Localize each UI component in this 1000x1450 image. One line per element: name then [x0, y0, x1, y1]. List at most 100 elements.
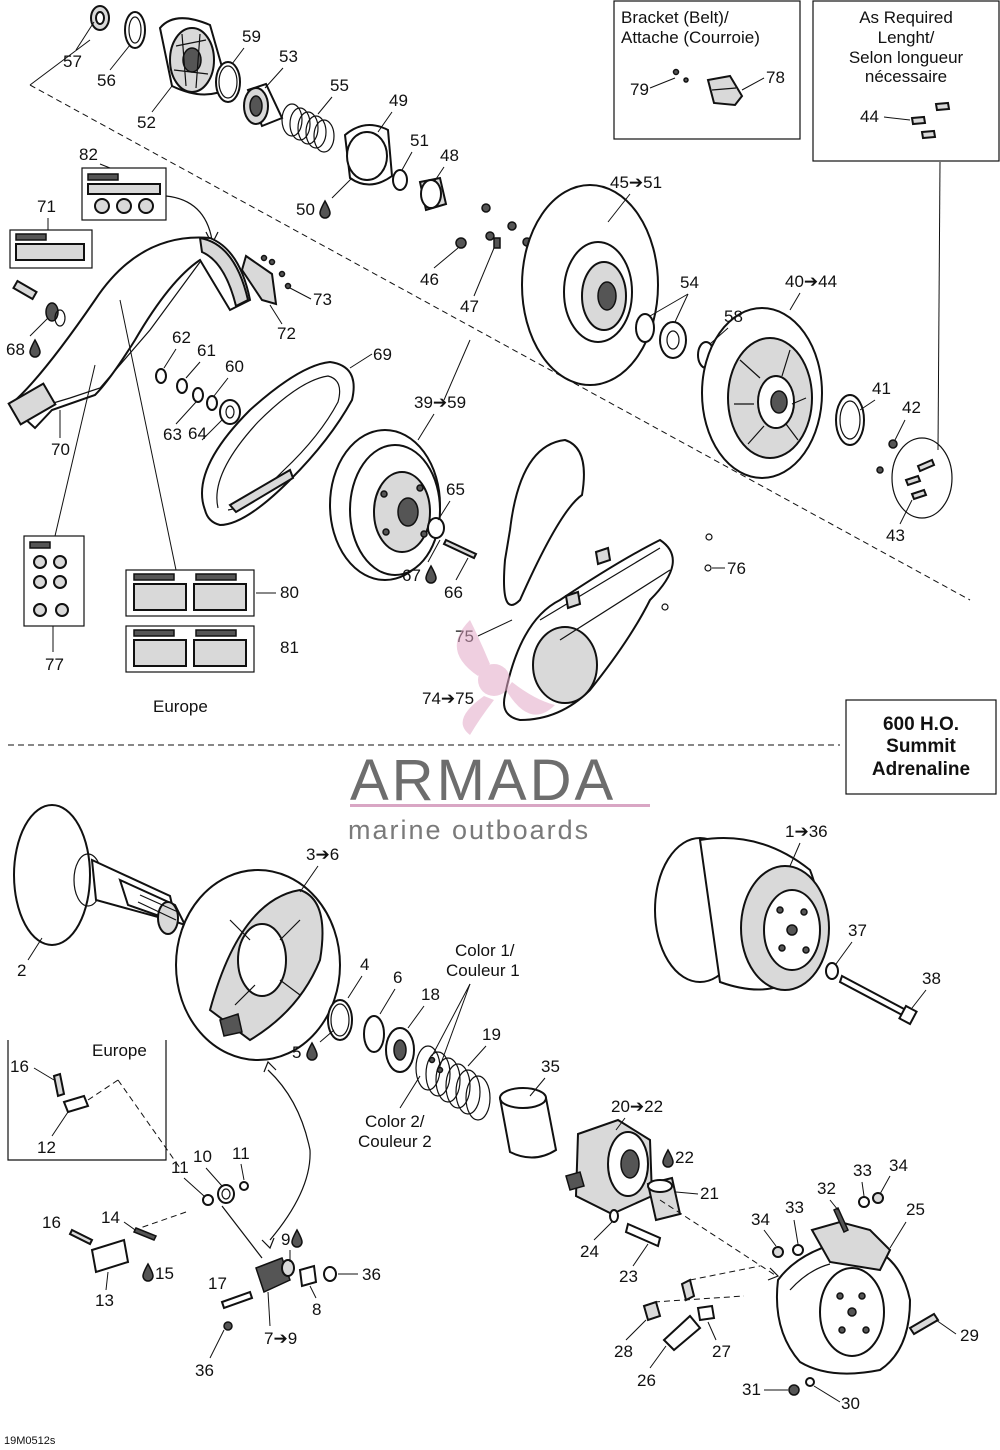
part-34b: 34 — [751, 1210, 770, 1229]
part-6: 6 — [393, 968, 402, 987]
part-8: 8 — [312, 1300, 321, 1319]
part-81: 81 — [280, 638, 299, 657]
part-5: 5 — [292, 1043, 301, 1062]
part-50-lube: 50 — [296, 177, 353, 219]
europe-label-decals: Europe — [153, 697, 208, 716]
part-18: 18 — [421, 985, 440, 1004]
part-2: 2 — [17, 961, 26, 980]
part-12: 12 — [37, 1138, 56, 1157]
svg-text:Europe: Europe — [92, 1041, 147, 1060]
part-77: 77 — [45, 655, 64, 674]
part-61: 61 — [197, 341, 216, 360]
model-box: 600 H.O. Summit Adrenaline — [845, 699, 997, 795]
fixed-half-2 — [13, 804, 187, 946]
part-51: 51 — [410, 131, 429, 150]
part-49: 49 — [389, 91, 408, 110]
part-64: 64 — [188, 424, 207, 443]
part-47: 47 — [460, 297, 479, 316]
color-2-label-fr: Couleur 2 — [358, 1132, 432, 1151]
part-68-group — [12, 279, 66, 327]
weight-parts — [139, 1181, 337, 1331]
part-32: 32 — [817, 1179, 836, 1198]
part-29: 29 — [960, 1326, 979, 1345]
part-1-36: 1➔36 — [785, 822, 828, 841]
drive-pulley-39-59 — [329, 429, 441, 581]
svg-text:Bracket (Belt)/: Bracket (Belt)/ — [621, 8, 729, 27]
part-72: 72 — [277, 324, 296, 343]
part-26: 26 — [637, 1371, 656, 1390]
color-2-label: Color 2/ — [365, 1112, 425, 1131]
part-68: 68 — [6, 340, 25, 359]
drive-pulley-assembly-1-36 — [654, 837, 830, 991]
assembly-axis-line — [29, 84, 971, 601]
part-74-75: 74➔75 — [422, 689, 474, 708]
sleeve-35 — [498, 1087, 558, 1159]
part-25: 25 — [906, 1200, 925, 1219]
pulley-guard-74-75 — [503, 438, 674, 722]
oil-drop-icon — [291, 1228, 303, 1248]
part-43: 43 — [886, 526, 905, 545]
color-1-label-fr: Couleur 1 — [446, 961, 520, 980]
part-42: 42 — [902, 398, 921, 417]
part-3-6: 3➔6 — [306, 845, 339, 864]
part-55: 55 — [330, 76, 349, 95]
svg-text:Summit: Summit — [886, 736, 956, 757]
belt-guard-70 — [7, 236, 252, 430]
oil-drop-icon — [425, 564, 437, 584]
europe-pin-box: Europe — [7, 1040, 181, 1169]
part-9: 9 — [281, 1230, 290, 1249]
part-73: 73 — [313, 290, 332, 309]
watermark-brand: ARMADA — [350, 748, 616, 813]
decal-77 — [23, 535, 85, 627]
part-7-9: 7➔9 — [264, 1329, 297, 1348]
part-71: 71 — [37, 197, 56, 216]
cover-25 — [775, 1220, 912, 1375]
spider-20-22 — [565, 1118, 654, 1216]
part-58: 58 — [724, 307, 743, 326]
svg-text:600 H.O.: 600 H.O. — [883, 714, 959, 735]
part-66: 66 — [444, 583, 463, 602]
part-69: 69 — [373, 345, 392, 364]
part-82: 82 — [79, 145, 98, 164]
decal-71 — [9, 229, 93, 269]
part-54: 54 — [680, 273, 699, 292]
part-23: 23 — [619, 1267, 638, 1286]
drive-belt-69 — [201, 360, 355, 527]
part-14: 14 — [101, 1208, 120, 1227]
part-67: 67 — [402, 566, 421, 585]
svg-text:Lenght/: Lenght/ — [878, 28, 935, 47]
part-38: 38 — [922, 969, 941, 988]
part-78: 78 — [766, 68, 785, 87]
part-21: 21 — [700, 1184, 719, 1203]
part-16a: 16 — [10, 1057, 29, 1076]
part-70: 70 — [51, 440, 70, 459]
part-44: 44 — [860, 107, 879, 126]
part-35: 35 — [541, 1057, 560, 1076]
oil-drop-icon — [29, 338, 41, 358]
part-76: 76 — [727, 559, 746, 578]
part-19: 19 — [482, 1025, 501, 1044]
part-52: 52 — [137, 113, 156, 132]
part-50: 50 — [296, 200, 315, 219]
part-37: 37 — [848, 921, 867, 940]
part-30: 30 — [841, 1394, 860, 1413]
part-31: 31 — [742, 1380, 761, 1399]
washers-60-64 — [155, 368, 241, 425]
part-28: 28 — [614, 1342, 633, 1361]
svg-text:Attache (Courroie): Attache (Courroie) — [621, 28, 760, 47]
part-39-59: 39➔59 — [414, 393, 466, 412]
bracket-belt-box: Bracket (Belt)/ Attache (Courroie) 79 78 — [613, 0, 801, 140]
part-57: 57 — [63, 52, 82, 71]
part-62: 62 — [172, 328, 191, 347]
part-53: 53 — [279, 47, 298, 66]
part-36a: 36 — [362, 1265, 381, 1284]
part-60: 60 — [225, 357, 244, 376]
part-40-44: 40➔44 — [785, 272, 837, 291]
part-27: 27 — [712, 1342, 731, 1361]
part-33b: 33 — [785, 1198, 804, 1217]
part-15: 15 — [155, 1264, 174, 1283]
part-20-22: 20➔22 — [611, 1097, 663, 1116]
part-48: 48 — [440, 146, 459, 165]
part-34a: 34 — [889, 1156, 908, 1175]
